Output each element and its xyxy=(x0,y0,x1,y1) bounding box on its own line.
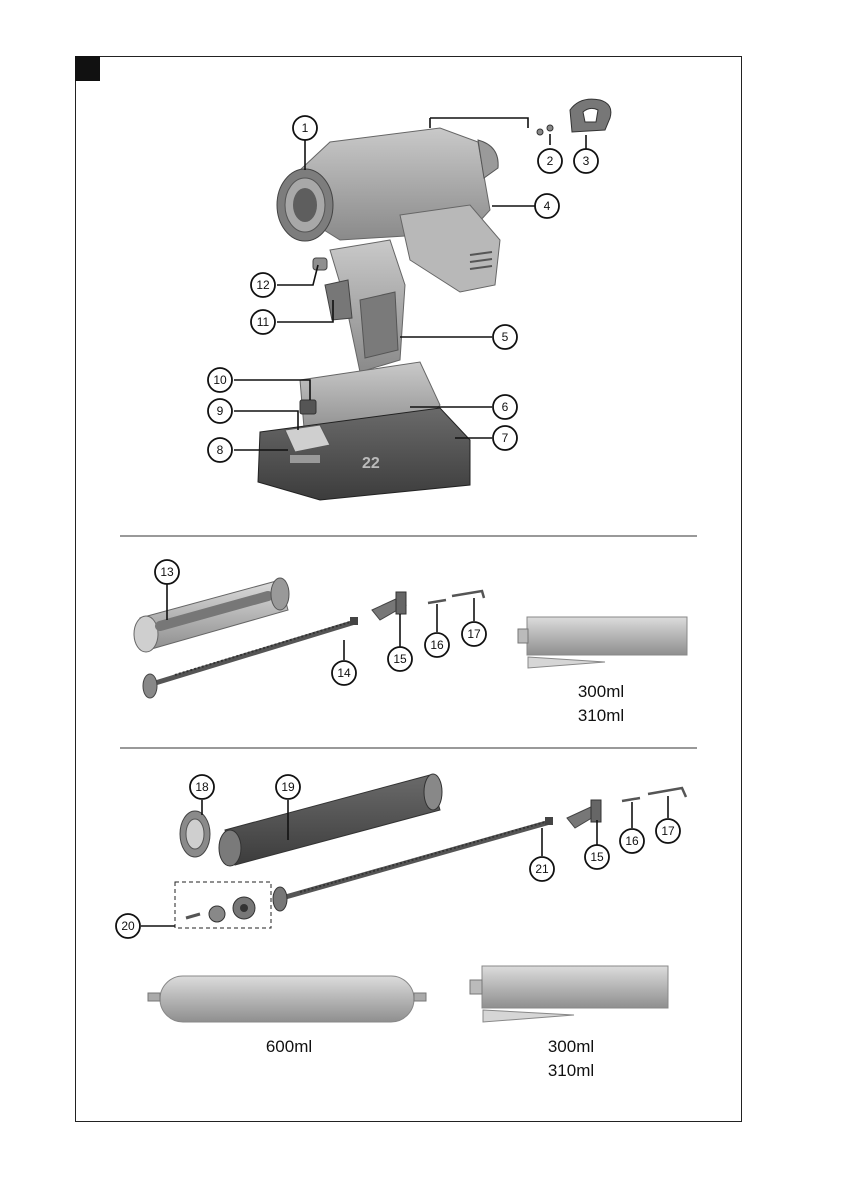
callout-8: 8 xyxy=(208,438,232,462)
svg-text:6: 6 xyxy=(502,400,509,414)
svg-text:13: 13 xyxy=(160,565,174,579)
callout-16: 16 xyxy=(620,829,644,853)
callout-9: 9 xyxy=(208,399,232,423)
svg-text:16: 16 xyxy=(625,834,639,848)
foil-pack-illustration xyxy=(148,976,426,1022)
battery-voltage-label: 22 xyxy=(362,455,380,472)
callout-5: 5 xyxy=(493,325,517,349)
handle-illustration xyxy=(372,592,406,620)
callout-1: 1 xyxy=(293,116,317,140)
svg-text:17: 17 xyxy=(661,824,675,838)
callout-11: 11 xyxy=(251,310,275,334)
cartridge-illustration xyxy=(518,617,687,668)
piston-set-illustration xyxy=(175,882,271,928)
svg-text:10: 10 xyxy=(213,373,227,387)
svg-text:12: 12 xyxy=(256,278,270,292)
handle-illustration xyxy=(567,800,601,828)
callout-2: 2 xyxy=(538,149,562,173)
svg-text:4: 4 xyxy=(544,199,551,213)
callout-16: 16 xyxy=(425,633,449,657)
svg-text:11: 11 xyxy=(257,315,270,329)
svg-text:21: 21 xyxy=(535,862,549,876)
svg-text:20: 20 xyxy=(121,919,135,933)
kit2-volume-300: 300ml xyxy=(548,1037,594,1056)
pin-illustration xyxy=(428,600,446,603)
svg-text:7: 7 xyxy=(502,431,509,445)
cartridge-illustration xyxy=(470,966,668,1022)
callout-19: 19 xyxy=(276,775,300,799)
svg-text:5: 5 xyxy=(502,330,509,344)
kit1-volume-310: 310ml xyxy=(578,706,624,725)
callout-17: 17 xyxy=(656,819,680,843)
callout-14: 14 xyxy=(332,661,356,685)
svg-text:18: 18 xyxy=(195,780,209,794)
callout-10: 10 xyxy=(208,368,232,392)
locking-nut-illustration xyxy=(180,811,210,857)
callout-17: 17 xyxy=(462,622,486,646)
callout-3: 3 xyxy=(574,149,598,173)
kit2-volume-310: 310ml xyxy=(548,1061,594,1080)
callout-18: 18 xyxy=(190,775,214,799)
callout-7: 7 xyxy=(493,426,517,450)
closed-cartridge-holder-illustration xyxy=(219,774,442,866)
hex-key-illustration xyxy=(452,591,484,598)
svg-text:14: 14 xyxy=(337,666,351,680)
screws-illustration xyxy=(537,125,553,135)
svg-text:16: 16 xyxy=(430,638,444,652)
kit1-volume-300: 300ml xyxy=(578,682,624,701)
svg-text:1: 1 xyxy=(302,121,309,135)
svg-text:2: 2 xyxy=(547,154,554,168)
svg-text:8: 8 xyxy=(217,443,224,457)
callout-6: 6 xyxy=(493,395,517,419)
callout-12: 12 xyxy=(251,273,275,297)
callout-21: 21 xyxy=(530,857,554,881)
tool-illustration: 22 xyxy=(258,128,500,500)
callout-13: 13 xyxy=(155,560,179,584)
svg-text:9: 9 xyxy=(217,404,224,418)
svg-text:3: 3 xyxy=(583,154,590,168)
svg-text:15: 15 xyxy=(393,652,407,666)
callout-20: 20 xyxy=(116,914,140,938)
foil-pack-volume-600: 600ml xyxy=(266,1037,312,1056)
pin-illustration xyxy=(622,798,640,801)
svg-text:19: 19 xyxy=(281,780,295,794)
callout-4: 4 xyxy=(535,194,559,218)
hex-key-illustration xyxy=(648,788,686,797)
belt-hook-illustration xyxy=(570,99,611,132)
callout-15: 15 xyxy=(585,845,609,869)
svg-text:15: 15 xyxy=(590,850,604,864)
open-cartridge-holder-illustration xyxy=(134,578,289,652)
callout-15: 15 xyxy=(388,647,412,671)
svg-text:17: 17 xyxy=(467,627,481,641)
